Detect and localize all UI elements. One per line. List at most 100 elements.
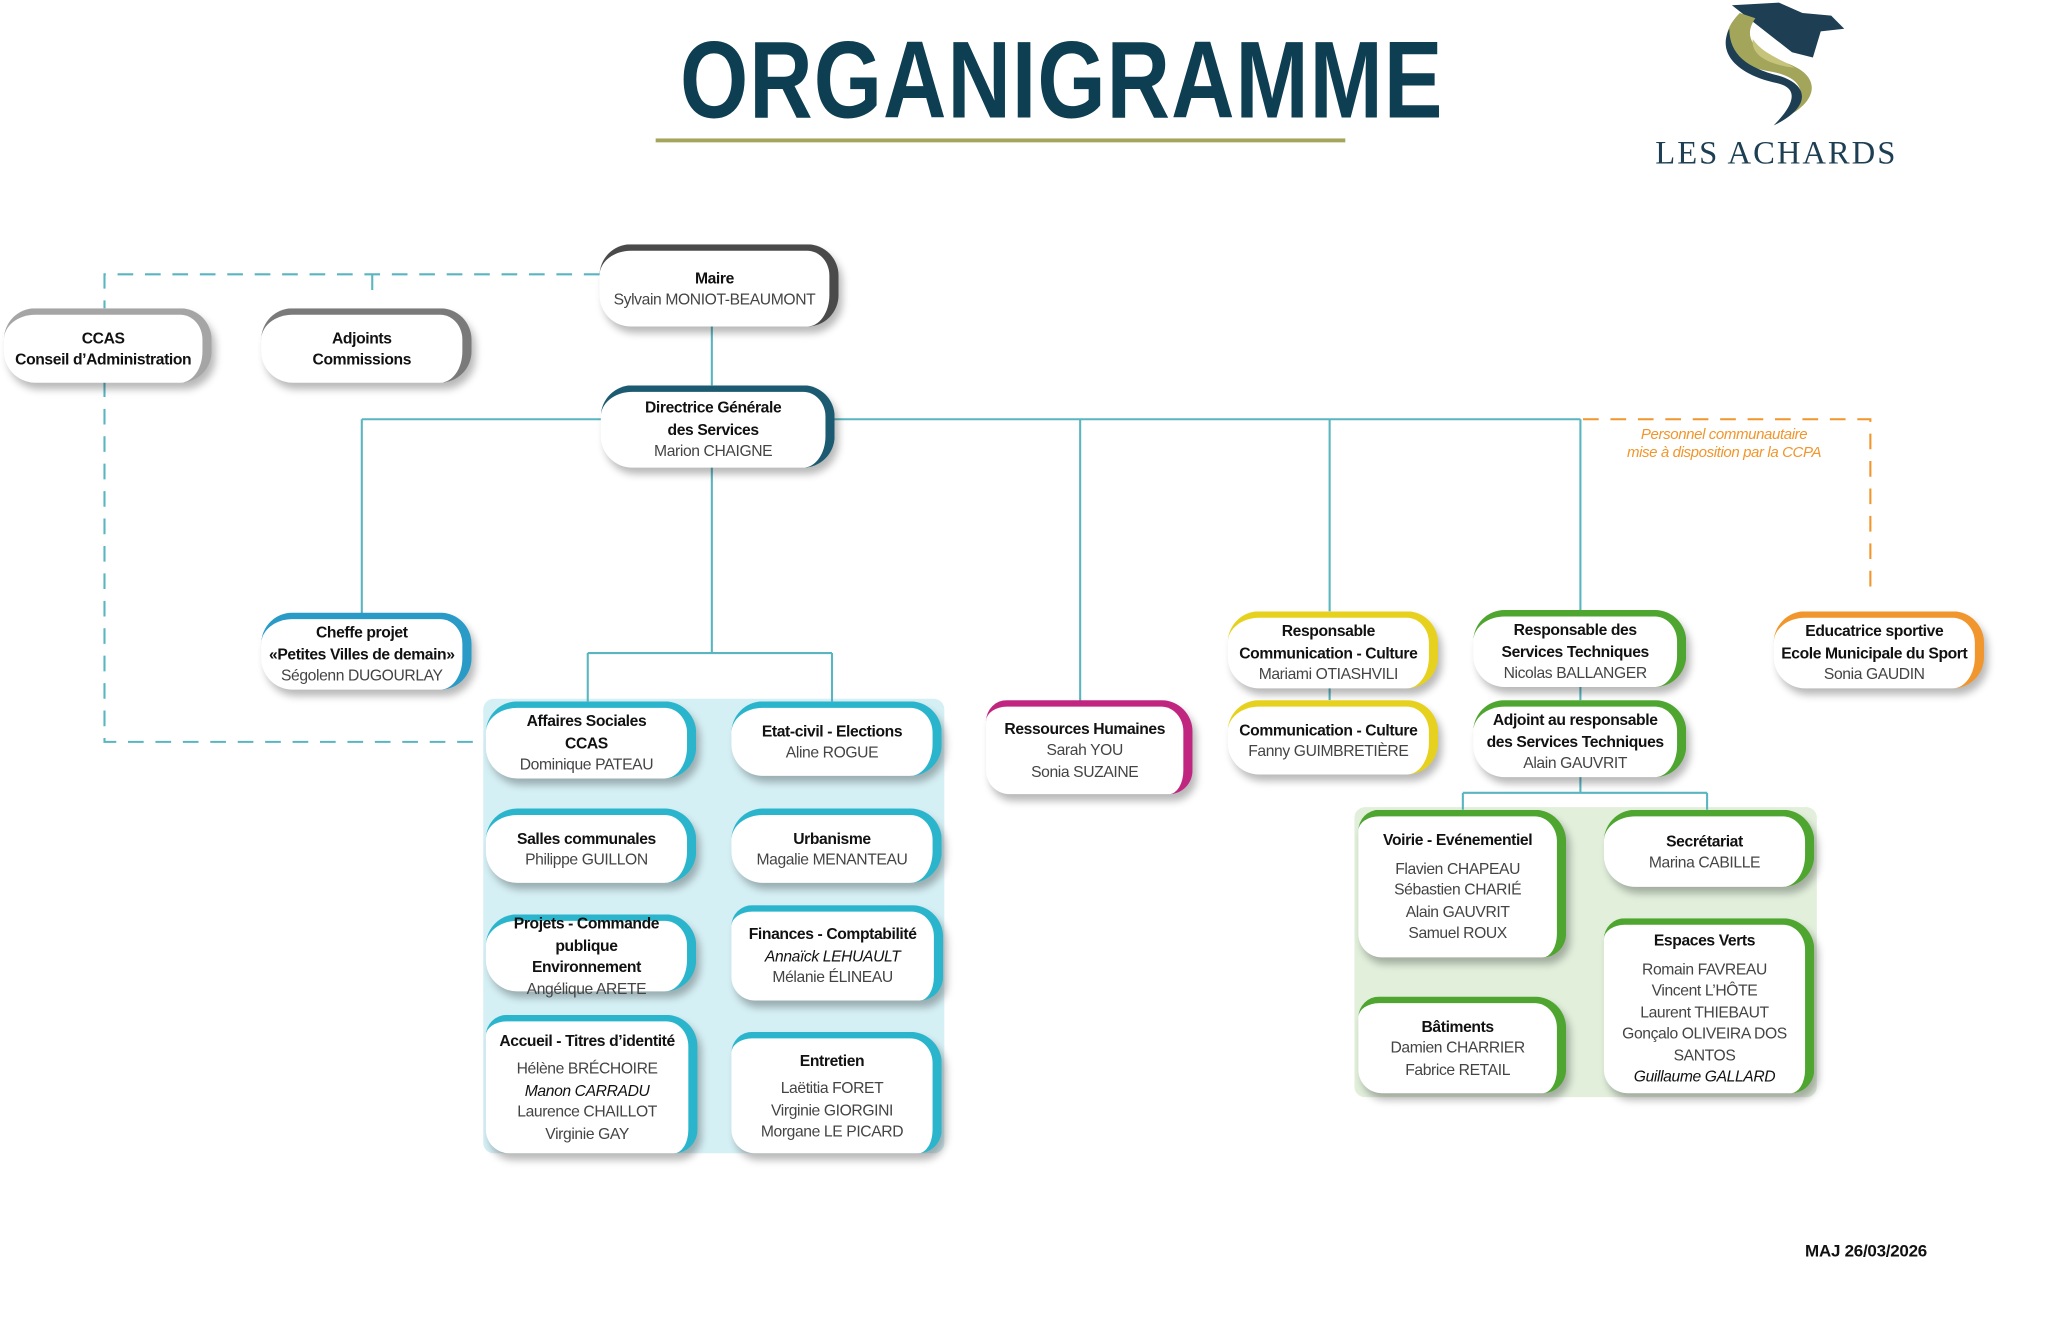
box-title: CCAS: [565, 733, 608, 752]
org-box-cheffe-projet: Cheffe projet «Petites Villes de demain» S…: [261, 612, 472, 690]
box-title: Communication - Culture: [1239, 643, 1418, 662]
ccpa-note: Personnel communautaire mise à dispositi…: [1620, 426, 1829, 463]
logo-emblem-icon: [1725, 2, 1845, 126]
person-name: Guillaume GALLARD: [1633, 1067, 1776, 1086]
box-title: Etat-civil - Elections: [761, 721, 903, 740]
person-name: Flavien CHAPEAU: [1395, 859, 1521, 878]
person-name: Romain FAVREAU: [1642, 959, 1767, 978]
person-name: Gonçalo OLIVEIRA DOS SANTOS: [1622, 1024, 1787, 1065]
box-title: des Services Techniques: [1486, 732, 1665, 751]
box-title: Ressources Humaines: [1004, 719, 1166, 738]
person-name: Laurent THIEBAUT: [1640, 1002, 1769, 1022]
person-name: Marina CABILLE: [1648, 852, 1761, 872]
box-title: Projets - Commande publique: [513, 914, 660, 955]
person-name: Sylvain MONIOT-BEAUMONT: [613, 289, 816, 309]
box-title: Communication - Culture: [1239, 720, 1418, 739]
person-name: Annaïck LEHUAULT: [764, 946, 901, 965]
box-title: Salles communales: [517, 828, 656, 848]
box-title: Directrice Générale: [644, 398, 782, 417]
person-name: Mariami OTIASHVILI: [1258, 665, 1399, 684]
person-name: Hélène BRÉCHOIRE: [516, 1059, 658, 1078]
person-name: Sarah YOU: [1046, 740, 1124, 760]
box-title: Entretien: [799, 1050, 865, 1070]
person-name: Manon CARRADU: [524, 1081, 650, 1100]
person-name: Mélanie ÉLINEAU: [772, 968, 893, 987]
box-title: «Petites Villes de demain»: [269, 644, 455, 664]
box-title: Maire: [694, 268, 734, 287]
person-name: Fabrice RETAIL: [1405, 1060, 1511, 1079]
box-title: Voirie - Evénementiel: [1383, 831, 1533, 850]
line-techniques: [1461, 419, 1709, 810]
person-name: Magalie MENANTEAU: [756, 850, 908, 869]
box-title: Commissions: [312, 350, 412, 369]
box-title: Educatrice sportive: [1805, 622, 1944, 641]
person-name: Sonia SUZAINE: [1031, 762, 1139, 781]
dashed-line-ccas-affaires: [103, 381, 484, 743]
person-name: Philippe GUILLON: [525, 850, 648, 869]
title-underline: [655, 138, 1346, 143]
person-name: Angélique ARETE: [526, 978, 647, 998]
update-date: MAJ 26/03/2026: [1805, 1240, 1927, 1261]
person-name: Morgane LE PICARD: [760, 1121, 904, 1141]
logo-text: LES ACHARDS: [1655, 135, 1898, 172]
box-title: Secrétariat: [1666, 831, 1743, 850]
person-name: Sébastien CHARIÉ: [1394, 880, 1522, 899]
person-name: Alain GAUVRIT: [1405, 902, 1510, 921]
box-title: Urbanisme: [793, 828, 871, 848]
box-title: Environnement: [531, 957, 641, 976]
person-name: Samuel ROUX: [1408, 923, 1507, 943]
line-services: [586, 466, 834, 702]
person-name: Nicolas BALLANGER: [1503, 663, 1648, 683]
person-name: Laëtitia FORET: [780, 1078, 884, 1098]
box-title: CCAS: [81, 328, 125, 347]
box-title: Responsable: [1281, 622, 1376, 641]
person-name: Aline ROGUE: [785, 743, 879, 762]
person-name: Vincent L’HÔTE: [1651, 981, 1758, 1000]
box-title: Accueil - Titres d’identité: [499, 1031, 675, 1050]
box-title: Adjoints: [331, 328, 392, 347]
box-title: Affaires Sociales: [526, 712, 647, 731]
person-name: Virginie GIORGINI: [771, 1100, 893, 1119]
org-box-ccas-ca: CCAS Conseil d’Administration: [3, 308, 212, 383]
person-name: Marion CHAIGNE: [654, 441, 773, 461]
org-box-adjoint-st: Adjoint au responsable des Services Techn…: [1473, 700, 1687, 778]
person-name: Dominique PATEAU: [519, 755, 654, 774]
box-title: Responsable des: [1513, 620, 1637, 640]
box-title: Cheffe projet: [315, 623, 408, 642]
dashed-line-maire-ccas: [103, 273, 600, 309]
person-name: Fanny GUIMBRETIÈRE: [1248, 741, 1409, 761]
box-title: Conseil d’Administration: [15, 350, 192, 369]
box-title: Finances - Comptabilité: [748, 925, 917, 944]
person-name: Alain GAUVRIT: [1523, 753, 1628, 773]
person-name: Laurence CHAILLOT: [517, 1102, 657, 1121]
person-name: Sonia GAUDIN: [1823, 665, 1925, 684]
person-name: Virginie GAY: [545, 1124, 629, 1143]
ccpa-note-line: mise à disposition par la CCPA: [1626, 445, 1822, 462]
box-title: Adjoint au responsable: [1492, 710, 1658, 730]
person-name: Ségolenn DUGOURLAY: [280, 666, 443, 685]
box-title: Ecole Municipale du Sport: [1781, 643, 1968, 662]
box-title: Espaces Verts: [1653, 931, 1756, 950]
box-title: des Services: [667, 420, 760, 439]
les-achards-logo: LES ACHARDS: [1648, 0, 1904, 176]
dashed-line-ccpa: [1583, 418, 1872, 599]
